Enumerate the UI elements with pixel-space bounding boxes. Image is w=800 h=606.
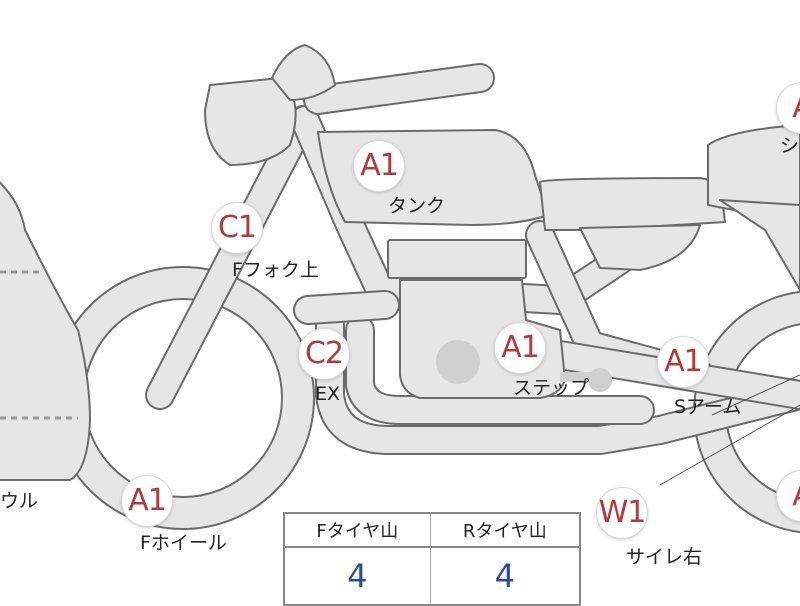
- part-label-fork: Fフォク上: [232, 259, 319, 281]
- rear-tread-value: 4: [429, 547, 581, 605]
- engine: [387, 239, 612, 399]
- grade-badge-front-wheel: A1: [121, 475, 173, 527]
- front-tread-header: Fタイヤ山: [283, 512, 431, 548]
- tire-tread-table: Fタイヤ山 Rタイヤ山 4 4: [283, 512, 581, 606]
- leader-line: [659, 404, 800, 486]
- part-label-exhaust: EX: [315, 383, 341, 405]
- front-fork: [145, 105, 318, 410]
- side-cover: [579, 224, 701, 271]
- grade-badge-exhaust: C2: [298, 328, 350, 380]
- part-label-muffler: サイレ右: [626, 546, 703, 568]
- grade-badge-swingarm: A1: [657, 336, 709, 388]
- grade-badge-step: A1: [494, 322, 546, 374]
- front-wheel: [51, 266, 315, 530]
- grade-badge-fork: C1: [211, 202, 263, 254]
- headlight: [204, 77, 297, 166]
- rear-frame: [719, 199, 800, 291]
- part-label-tank: タンク: [388, 195, 446, 217]
- part-label-swingarm: Sアーム: [674, 396, 742, 418]
- seat: [539, 177, 726, 231]
- leader-line: [711, 374, 800, 416]
- grade-badge-tank: A1: [353, 140, 405, 192]
- part-label-shield: ウル: [0, 490, 39, 512]
- part-label-front-wheel: Fホイール: [140, 532, 227, 554]
- part-label-step: ステップ: [513, 377, 590, 399]
- meter: [271, 44, 336, 101]
- front-shield: [0, 181, 91, 481]
- exhaust: [293, 290, 800, 455]
- part-label-seat: シ: [780, 135, 800, 157]
- front-tread-value: 4: [283, 547, 431, 605]
- rear-tread-header: Rタイヤ山: [429, 512, 581, 548]
- grade-badge-muffler: W1: [596, 487, 648, 539]
